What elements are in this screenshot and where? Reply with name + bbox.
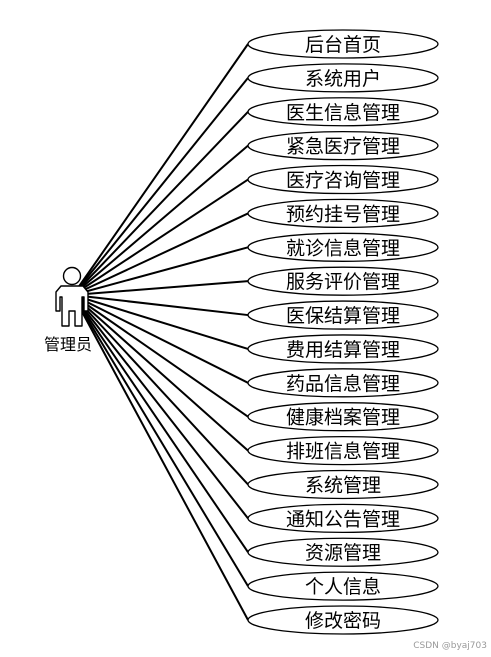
association-line <box>72 144 249 296</box>
use-case-label: 医疗咨询管理 <box>286 170 400 192</box>
use-case: 个人信息 <box>247 571 439 601</box>
use-case: 资源管理 <box>247 537 439 567</box>
use-case: 健康档案管理 <box>247 402 439 432</box>
use-case: 系统管理 <box>247 469 439 500</box>
use-case-label: 后台首页 <box>305 34 381 56</box>
use-case-ellipse <box>247 435 439 466</box>
association-line <box>72 294 249 587</box>
association-lines <box>72 43 249 621</box>
use-case-ellipse <box>247 164 439 195</box>
use-case-ellipse <box>247 198 439 229</box>
use-case-ellipse <box>247 130 439 161</box>
actor-admin: 管理员 <box>44 266 92 354</box>
use-case-label: 系统管理 <box>305 474 381 496</box>
use-case-label: 排班信息管理 <box>286 441 400 463</box>
association-line <box>72 294 249 553</box>
use-case-label: 紧急医疗管理 <box>286 136 400 158</box>
use-case-ellipse <box>247 300 439 330</box>
use-case-label: 预约挂号管理 <box>286 203 400 225</box>
association-line <box>72 43 249 296</box>
use-case-ellipse <box>247 63 439 93</box>
association-line <box>72 77 249 296</box>
use-case-label: 通知公告管理 <box>286 508 400 530</box>
actor-label: 管理员 <box>44 335 92 354</box>
use-case-label: 服务评价管理 <box>286 271 400 293</box>
use-case: 预约挂号管理 <box>247 198 439 229</box>
use-case-ellipse <box>247 537 439 567</box>
use-case: 后台首页 <box>247 29 439 59</box>
use-case-ellipse <box>247 605 439 635</box>
association-line <box>72 212 249 296</box>
use-case: 修改密码 <box>247 605 439 635</box>
use-case: 服务评价管理 <box>247 266 439 296</box>
use-case-ellipse <box>247 266 439 296</box>
watermark: CSDN @byaj703 <box>413 641 487 651</box>
use-case-label: 医生信息管理 <box>286 102 400 124</box>
use-case-label: 药品信息管理 <box>286 373 400 395</box>
use-case: 紧急医疗管理 <box>247 130 439 161</box>
use-case-label: 医保结算管理 <box>286 305 400 327</box>
use-case-ellipse <box>247 29 439 59</box>
use-case-label: 资源管理 <box>305 542 381 564</box>
person-icon <box>55 266 89 327</box>
use-case: 医保结算管理 <box>247 300 439 330</box>
use-case: 医生信息管理 <box>247 97 439 127</box>
association-line <box>72 294 249 486</box>
use-case: 医疗咨询管理 <box>247 164 439 195</box>
use-case-label: 就诊信息管理 <box>286 237 400 259</box>
use-case-ellipse <box>247 402 439 432</box>
association-line <box>72 294 249 384</box>
association-line <box>72 294 249 350</box>
use-case-label: 健康档案管理 <box>286 407 400 429</box>
use-case-label: 费用结算管理 <box>286 339 400 361</box>
association-line <box>72 246 249 296</box>
use-case-label: 个人信息 <box>305 576 381 598</box>
association-line <box>72 294 249 317</box>
use-case: 通知公告管理 <box>247 503 439 534</box>
use-case-ellipse <box>247 368 439 398</box>
association-line <box>72 294 249 452</box>
use-case-label: 修改密码 <box>305 610 381 632</box>
use-case: 就诊信息管理 <box>247 232 439 262</box>
use-case-list: 后台首页系统用户医生信息管理紧急医疗管理医疗咨询管理预约挂号管理就诊信息管理服务… <box>247 29 439 635</box>
use-case: 系统用户 <box>247 63 439 93</box>
association-line <box>72 178 249 296</box>
use-case-ellipse <box>247 469 439 500</box>
use-case: 排班信息管理 <box>247 435 439 466</box>
use-case-ellipse <box>247 503 439 534</box>
association-line <box>72 294 249 519</box>
use-case: 费用结算管理 <box>247 334 439 364</box>
use-case-ellipse <box>247 232 439 262</box>
use-case-ellipse <box>247 334 439 364</box>
use-case-ellipse <box>247 571 439 601</box>
association-line <box>72 111 249 296</box>
use-case-label: 系统用户 <box>305 68 381 90</box>
use-case: 药品信息管理 <box>247 368 439 398</box>
association-line <box>72 280 249 296</box>
association-line <box>72 294 249 621</box>
association-line <box>72 294 249 418</box>
use-case-ellipse <box>247 97 439 127</box>
